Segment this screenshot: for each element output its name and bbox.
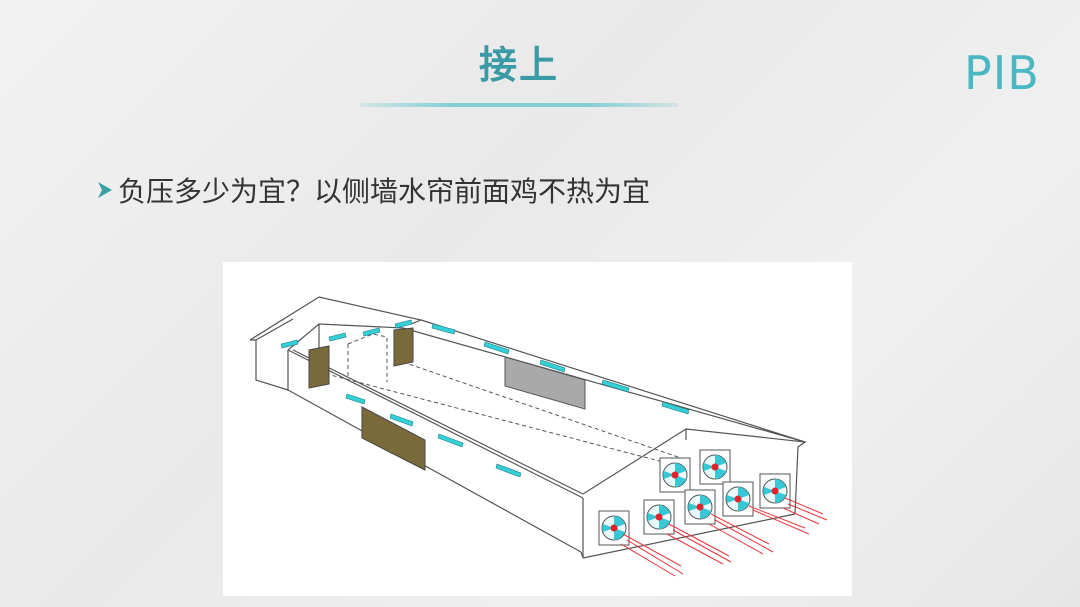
slide-title: 接上 <box>478 43 559 87</box>
bullet-item: 负压多少为宜？以侧墙水帘前面鸡不热为宜 <box>96 170 650 210</box>
title-underline <box>360 103 678 107</box>
poultry-house-figure <box>223 262 852 596</box>
bullet-text: 负压多少为宜？以侧墙水帘前面鸡不热为宜 <box>118 175 651 208</box>
poultry-house-illustration <box>249 296 828 577</box>
brand-logo: PIB <box>964 46 1040 100</box>
arrow-bullet-icon <box>98 182 112 198</box>
